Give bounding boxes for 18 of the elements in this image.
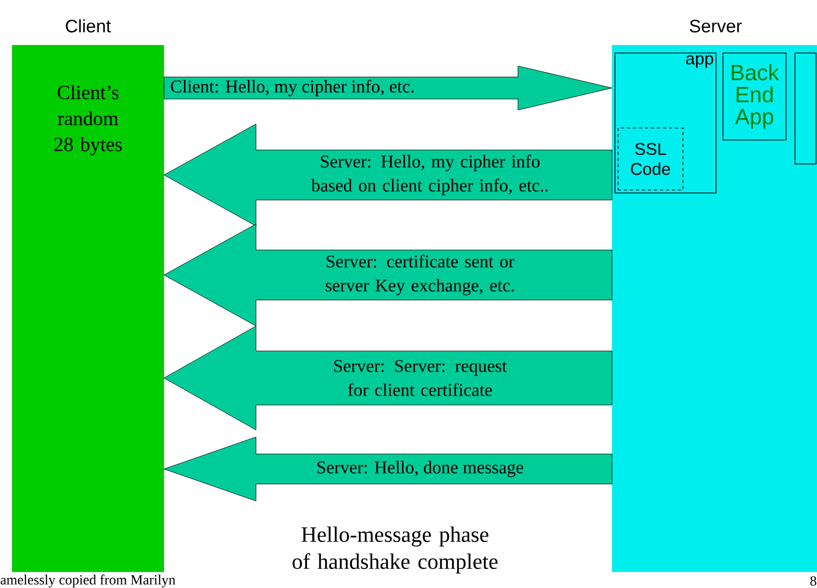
module-box — [794, 52, 816, 164]
node-label: Client — [66, 19, 111, 32]
block-arrow — [164, 124, 612, 226]
block-arrow — [164, 436, 612, 502]
page-number: 8 — [810, 576, 816, 586]
edge-label: Server: certificate sent or server Key exchange, etc. — [326, 254, 514, 296]
block-arrow — [164, 224, 612, 326]
edge-label: Server: Hello, my cipher info based on client cipher info, etc.. — [311, 154, 548, 196]
block-arrow — [164, 66, 612, 110]
code-box: SSL Code — [618, 128, 684, 190]
edge-label: Server: Server: request for client certificate — [334, 360, 507, 396]
edge-label: Server: Hello, done message — [318, 460, 524, 478]
caption: Hello-message phase of handshake complete — [292, 526, 498, 574]
node-label: Server — [690, 20, 742, 32]
app-box: Back End App — [722, 52, 786, 140]
client-bar: Client Client’s random 28 bytes — [12, 19, 164, 572]
edge-label: Client: Hello, my cipher info, etc. — [170, 80, 414, 96]
block-arrow — [164, 326, 612, 430]
